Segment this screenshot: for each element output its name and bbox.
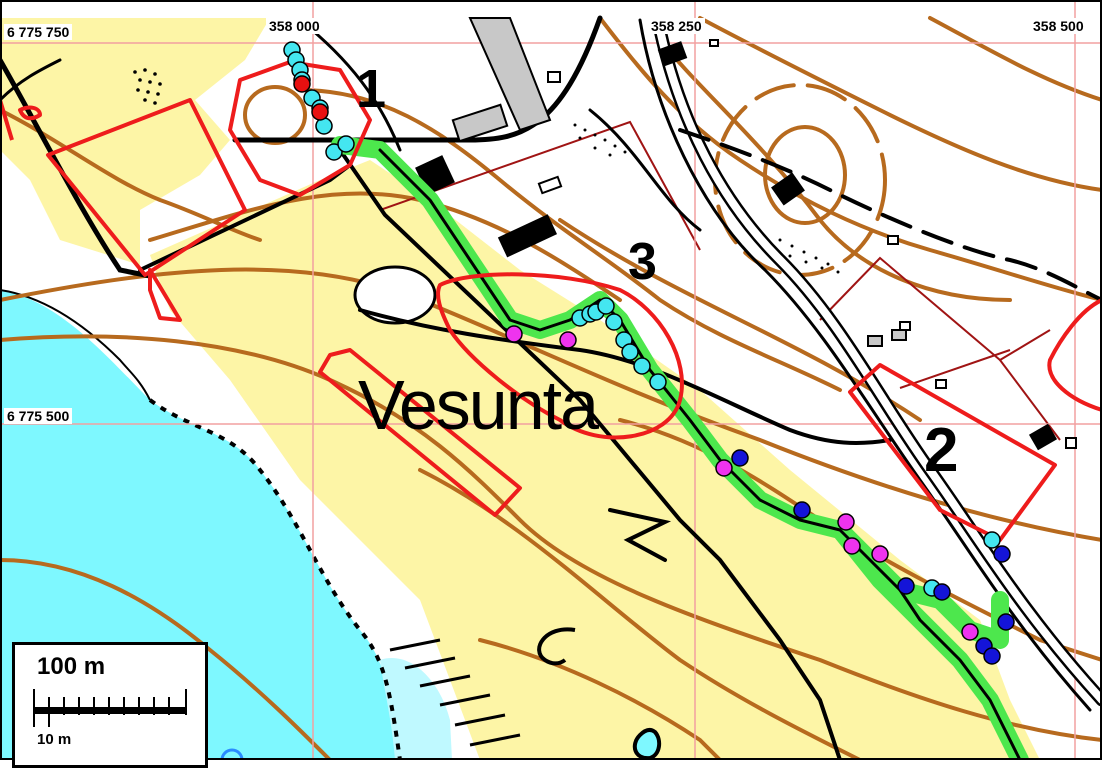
contour-lines bbox=[0, 16, 1102, 760]
observation-markers-cyan bbox=[283, 41, 1001, 597]
cliff-ticks bbox=[389, 638, 521, 747]
depression-symbols bbox=[537, 627, 662, 760]
place-name-label: Vesunta bbox=[358, 366, 599, 444]
easting-label-middle: 358 250 bbox=[648, 18, 705, 34]
northing-label-top: 6 775 750 bbox=[4, 24, 73, 40]
area-label-3: 3 bbox=[628, 233, 657, 291]
shore-marker bbox=[220, 748, 244, 760]
observation-markers-red bbox=[293, 75, 329, 121]
scale-bar-ruler bbox=[33, 689, 187, 727]
easting-label-right: 358 500 bbox=[1030, 18, 1087, 34]
scale-bar: 100 m 10 m bbox=[12, 642, 208, 768]
scale-bar-minor-label: 10 m bbox=[37, 731, 72, 748]
roads bbox=[0, 15, 1102, 760]
survey-route-outline bbox=[378, 148, 1022, 760]
scale-bar-main-label: 100 m bbox=[37, 653, 106, 680]
observation-markers-blue bbox=[731, 449, 1015, 665]
survey-area-boundaries bbox=[0, 60, 1102, 542]
observation-markers-magenta bbox=[505, 325, 979, 641]
northing-label-middle: 6 775 500 bbox=[4, 408, 73, 424]
area-label-2: 2 bbox=[924, 416, 959, 485]
area-label-1: 1 bbox=[356, 59, 387, 119]
stony-ground-dots bbox=[133, 68, 840, 274]
easting-label-left: 358 000 bbox=[266, 18, 323, 34]
